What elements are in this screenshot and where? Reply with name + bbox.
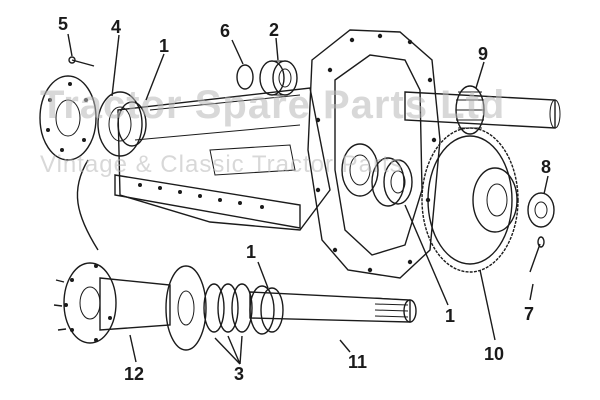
leader-lines (67, 33, 549, 365)
outer-flange-part-4 (39, 75, 97, 161)
callout-1-lower: 1 (246, 242, 256, 262)
callout-7: 7 (524, 304, 534, 324)
callout-8: 8 (541, 157, 551, 177)
callout-4: 4 (111, 17, 121, 37)
bearing-part-1-right (371, 157, 413, 207)
callout-11: 11 (348, 352, 367, 372)
split-pin-part-7 (529, 236, 545, 273)
callout-10: 10 (484, 344, 504, 364)
bearing-part-1-left (97, 91, 147, 157)
castle-nut-part-8 (527, 192, 555, 228)
bearing-part-2 (259, 60, 298, 96)
pinion-shaft-part-9 (404, 85, 561, 135)
callout-1-left: 1 (159, 36, 169, 56)
axle-shaft-part-11 (249, 291, 417, 323)
callout-3: 3 (234, 364, 244, 384)
assembly-arrow (76, 159, 99, 251)
callout-6: 6 (220, 21, 230, 41)
spacer-rings-part-3 (203, 283, 253, 333)
callout-12: 12 (124, 364, 144, 384)
watermark-line-2: Vintage & Classic Tractor Parts (40, 151, 403, 178)
callout-9: 9 (478, 44, 488, 64)
callout-2: 2 (269, 20, 279, 40)
flange-disc (165, 265, 207, 351)
watermark-line-1: Tractor Spare Parts Ltd (40, 83, 505, 127)
callout-1-right: 1 (445, 306, 455, 326)
stud-bolt-part-5 (68, 56, 95, 67)
axle-hub-part-12 (53, 262, 171, 344)
callout-5: 5 (58, 14, 68, 34)
axle-housing (114, 29, 441, 279)
bearing-part-1-lower (249, 285, 284, 335)
circlip-part-6 (236, 64, 254, 90)
bull-gear-part-10 (421, 127, 519, 273)
